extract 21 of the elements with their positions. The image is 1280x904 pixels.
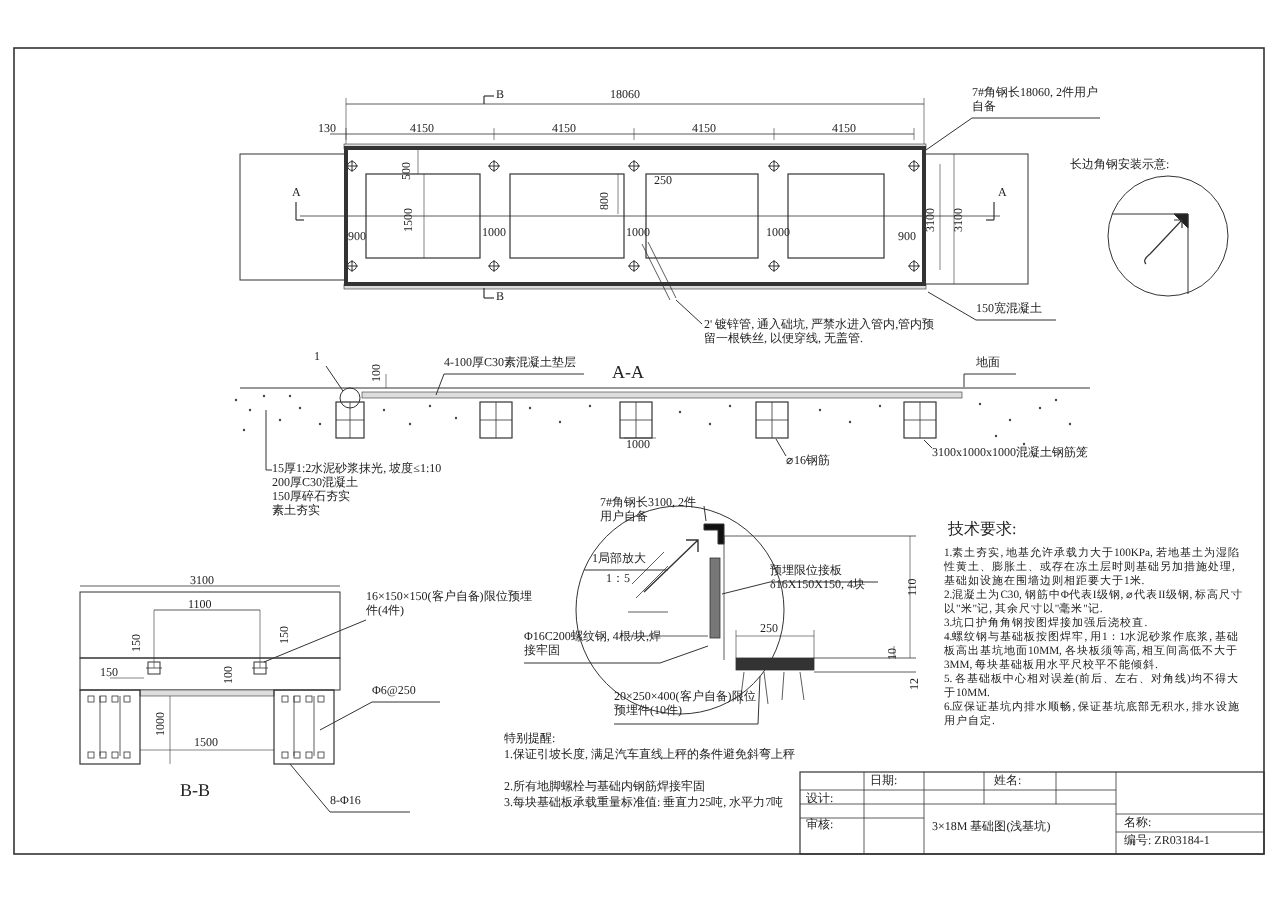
leader-line (721, 581, 879, 595)
section-title: B-B (180, 780, 211, 801)
leader-line (963, 373, 1017, 388)
note-heading: 技术要求: (948, 520, 1017, 539)
leader-line (325, 365, 344, 392)
leader-line (675, 299, 703, 325)
leader-line (613, 675, 761, 725)
leader-line (523, 645, 709, 664)
leader-line (927, 291, 1057, 321)
plan-view-drawing (239, 95, 1029, 301)
leader-line (319, 701, 441, 731)
leader-line (923, 439, 933, 449)
leader-line (263, 619, 367, 663)
leader-line (435, 373, 585, 396)
section-b-drawing (79, 585, 341, 765)
leader-line (289, 763, 411, 813)
leader-line (703, 505, 707, 522)
leader-line (775, 438, 787, 457)
section-title: A-A (612, 362, 644, 383)
leader-line (265, 409, 273, 471)
leader-line (925, 117, 1101, 151)
